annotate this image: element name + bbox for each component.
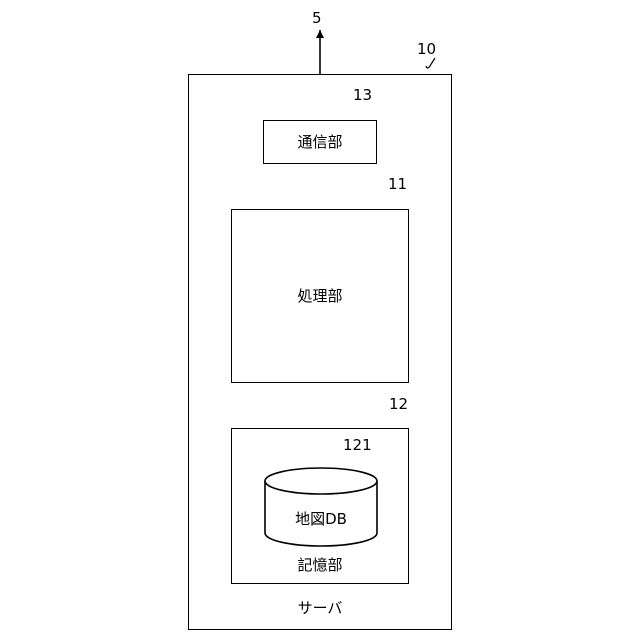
storage-unit-label: 記憶部: [231, 556, 409, 574]
ref-number-11: 11: [388, 175, 407, 193]
ref-number-121: 121: [343, 436, 372, 454]
ref-number-10: 10: [417, 40, 436, 58]
ref-number-5: 5: [312, 9, 322, 27]
communication-unit-label: 通信部: [263, 133, 377, 151]
map-db-label: 地図DB: [265, 510, 377, 528]
processing-unit-label: 処理部: [231, 287, 409, 305]
database-top: [265, 468, 377, 494]
ref-number-12: 12: [389, 395, 408, 413]
ref-number-13: 13: [353, 86, 372, 104]
server-label: サーバ: [188, 599, 452, 617]
